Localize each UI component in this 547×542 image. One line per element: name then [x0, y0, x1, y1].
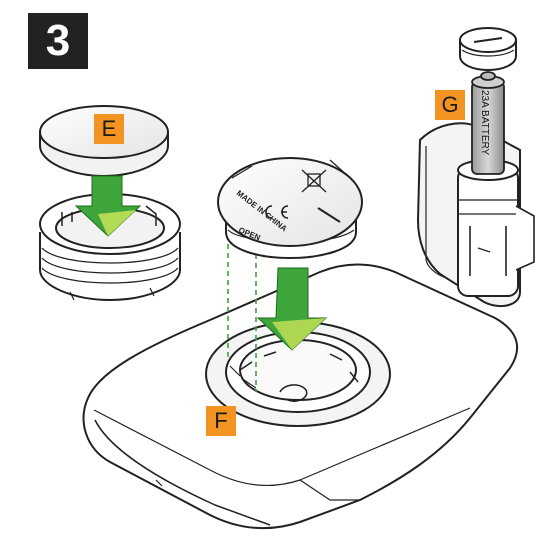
label-g: G [435, 90, 465, 120]
computer-body [82, 263, 518, 530]
battery-cover-f [217, 157, 363, 260]
ce-mark-icon [265, 205, 289, 219]
battery-screw-cap [459, 27, 517, 72]
label-e: E [94, 114, 124, 144]
down-arrow-icon [256, 267, 328, 351]
cover-e [39, 105, 169, 178]
step-number: 3 [28, 13, 88, 69]
battery-label: 23A BATTERY [479, 90, 490, 156]
down-arrow-icon [74, 175, 142, 237]
mount-base-left [39, 193, 181, 302]
battery-23a [471, 71, 505, 175]
alignment-guides [227, 226, 257, 392]
crossed-bin-icon [301, 169, 327, 193]
label-f: F [206, 406, 236, 436]
